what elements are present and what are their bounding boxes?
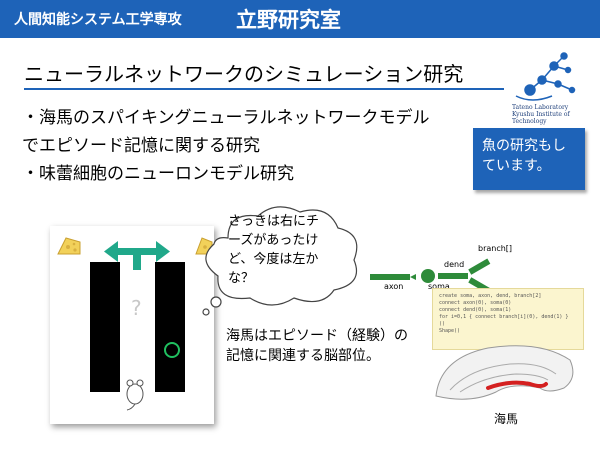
cheese-icon <box>57 237 81 255</box>
branch-label: branch[] <box>478 244 513 253</box>
brain-illustration <box>435 345 574 400</box>
fork-arrow-icon <box>104 241 170 270</box>
maze-wall-right <box>155 262 185 392</box>
lab-name: 立野研究室 <box>236 8 341 32</box>
hippocampus-description: 海馬はエピソード（経験）の 記憶に関連する脳部位。 <box>226 328 408 364</box>
ring-marker-icon <box>164 342 180 358</box>
logo-text: Tateno Laboratory Kyushu Institute of Te… <box>512 104 570 125</box>
department-name: 人間知能システム工学専攻 <box>14 12 182 28</box>
lab-logo-icon <box>515 52 576 101</box>
bullet-list: ・海馬のスパイキングニューラルネットワークモデル でエピソード記憶に関する研究 … <box>22 104 430 188</box>
soma-label: soma <box>428 282 450 291</box>
header-bar: 人間知能システム工学専攻 立野研究室 <box>0 0 600 38</box>
thought-bubble <box>202 206 358 316</box>
bullet-item: ・味蕾細胞のニューロンモデル研究 <box>22 164 294 184</box>
title-underline <box>24 88 504 90</box>
dend-label: dend <box>444 260 465 269</box>
axon-label: axon <box>384 282 404 291</box>
brain-label: 海馬 <box>494 412 519 426</box>
slide-title: ニューラルネットワークのシミュレーション研究 <box>24 62 464 86</box>
code-snippet: create soma, axon, dend, branch[2] conne… <box>432 288 584 350</box>
maze-wall-left <box>90 262 120 392</box>
bullet-item: でエピソード記憶に関する研究 <box>22 136 260 156</box>
question-mark: ? <box>131 296 142 320</box>
callout-box: 魚の研究もし ています。 <box>473 128 585 190</box>
thought-text: さっきは右にチ ーズがあったけ ど、今度は左か な？ <box>228 214 320 286</box>
mouse-icon <box>126 379 144 411</box>
bullet-item: ・海馬のスパイキングニューラルネットワークモデル <box>22 108 430 128</box>
